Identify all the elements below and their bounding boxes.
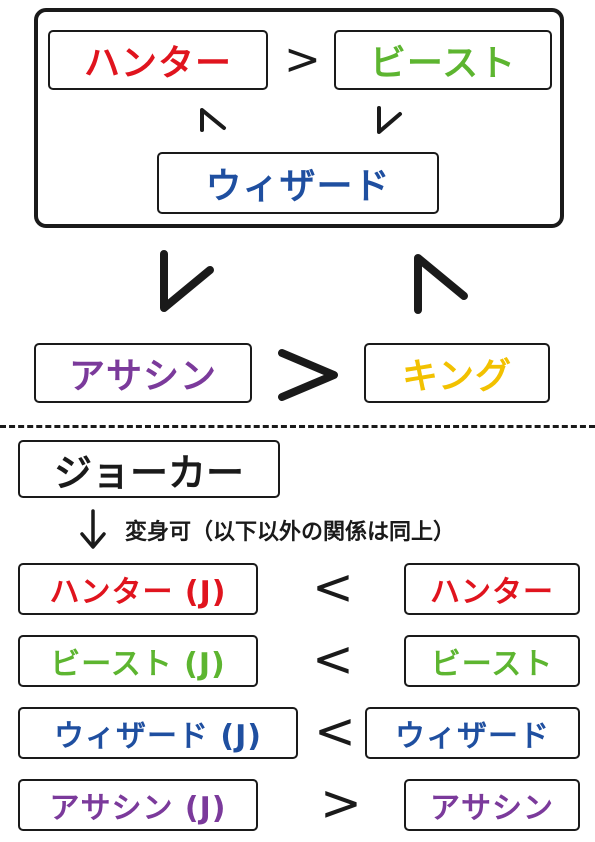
king-box: キング — [364, 343, 550, 403]
section-divider — [0, 425, 595, 428]
joker-row-2-right-label: ビースト — [430, 647, 554, 682]
beast-label: ビースト — [369, 43, 517, 84]
wizard-beats-hunter-mark — [200, 108, 226, 132]
group-beats-assassin-mark — [160, 250, 214, 312]
joker-row-4-right: アサシン — [404, 779, 580, 831]
joker-row-2-operator: < — [312, 630, 354, 688]
joker-row-3-left: ウィザード (J) — [18, 707, 298, 759]
wizard-box: ウィザード — [157, 152, 439, 214]
joker-row-1-left: ハンター (J) — [18, 563, 258, 615]
joker-row-2-left-label: ビースト (J) — [50, 647, 226, 682]
hunter-box: ハンター — [48, 30, 268, 90]
down-arrow-icon — [80, 509, 106, 549]
joker-row-1-operator: < — [312, 558, 354, 616]
joker-row-3-operator: < — [314, 702, 356, 760]
assassin-label: アサシン — [68, 356, 217, 397]
joker-row-1-right: ハンター — [404, 563, 580, 615]
beast-beats-wizard-mark — [377, 106, 402, 134]
top-group-frame — [34, 8, 564, 228]
joker-row-3-right: ウィザード — [365, 707, 580, 759]
joker-row-3-left-label: ウィザード (J) — [53, 719, 263, 754]
beast-box: ビースト — [334, 30, 552, 90]
joker-row-2-left: ビースト (J) — [18, 635, 258, 687]
hunter-label: ハンター — [83, 43, 232, 84]
king-label: キング — [402, 356, 512, 397]
hunter-beats-beast-symbol: > — [284, 34, 321, 85]
joker-row-1-right-label: ハンター — [430, 575, 554, 610]
joker-row-2-right: ビースト — [404, 635, 580, 687]
transform-note: 変身可（以下以外の関係は同上） — [125, 520, 456, 545]
assassin-beats-king-mark — [278, 349, 338, 401]
joker-row-4-left-label: アサシン (J) — [49, 791, 227, 826]
joker-row-4-operator: > — [320, 774, 362, 832]
wizard-label: ウィザード — [205, 166, 391, 207]
assassin-box: アサシン — [34, 343, 252, 403]
joker-row-4-right-label: アサシン — [430, 791, 554, 826]
joker-box: ジョーカー — [18, 440, 280, 498]
joker-row-3-right-label: ウィザード — [395, 719, 550, 754]
king-beats-group-mark — [414, 254, 468, 314]
joker-label: ジョーカー — [53, 450, 244, 495]
joker-row-4-left: アサシン (J) — [18, 779, 258, 831]
joker-row-1-left-label: ハンター (J) — [49, 575, 227, 610]
